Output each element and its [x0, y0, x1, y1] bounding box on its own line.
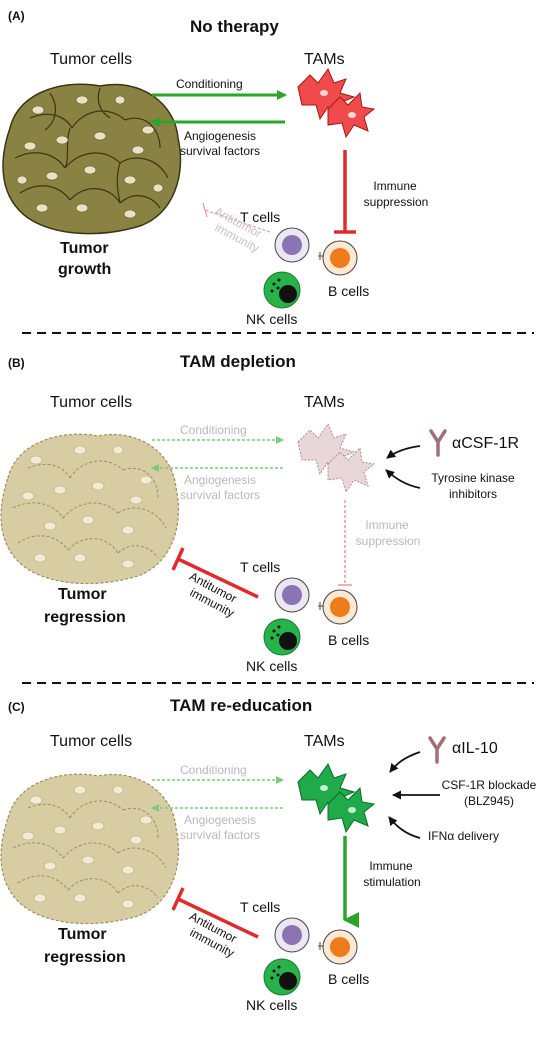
angiogenesis-label: Angiogenesis: [183, 813, 257, 827]
tumor-cells-label: Tumor cells: [50, 51, 133, 68]
outcome-line-1: Tumor: [60, 240, 109, 257]
panel-letter-b: (B): [8, 356, 25, 370]
outcome-line-1: Tumor: [58, 926, 107, 943]
immune-label: Immune: [365, 518, 409, 532]
nk-cells-label: NK cells: [246, 658, 298, 674]
panel-letter-a: (A): [8, 9, 25, 23]
tumor-mass-dark: [2, 83, 182, 235]
outcome-line-1: Tumor: [58, 586, 107, 603]
nk-cells-label: NK cells: [246, 997, 298, 1013]
b-cells-label: B cells: [328, 971, 370, 987]
tumor-mass-light: [0, 433, 180, 585]
panel-a-graphics: [2, 67, 376, 309]
antibody-icon: [429, 429, 447, 457]
outcome-line-2: growth: [58, 261, 112, 278]
angiogenesis-label: Angiogenesis: [183, 473, 257, 487]
tumor-mass-light: [0, 773, 180, 925]
suppression-label: suppression: [355, 534, 421, 548]
conditioning-label: Conditioning: [180, 423, 247, 437]
nk-cells-label: NK cells: [246, 311, 298, 327]
suppression-label: suppression: [363, 195, 429, 209]
tams-label: TAMs: [304, 733, 345, 750]
antibody-icon: [428, 736, 446, 764]
panel-b-graphics: [0, 422, 447, 656]
tki-label-2: inhibitors: [448, 487, 498, 501]
tumor-cells-label: Tumor cells: [50, 733, 133, 750]
panel-letter-c: (C): [8, 700, 25, 714]
ifn-delivery-label: IFNα delivery: [428, 829, 499, 843]
immune-label: Immune: [373, 179, 417, 193]
t-cells-label: T cells: [240, 209, 281, 225]
conditioning-label: Conditioning: [180, 763, 247, 777]
t-cells-label: T cells: [240, 559, 281, 575]
tams-label: TAMs: [304, 51, 345, 68]
immune-label: Immune: [369, 859, 413, 873]
b-cells-label: B cells: [328, 283, 370, 299]
survival-factors-label: survival factors: [179, 488, 261, 502]
blockade-label-2: (BLZ945): [463, 794, 515, 808]
tams-red: [297, 67, 376, 139]
tki-label-1: Tyrosine kinase: [431, 471, 515, 485]
conditioning-label: Conditioning: [176, 77, 243, 91]
b-cells-label: B cells: [328, 632, 370, 648]
panel-title-c: TAM re-education: [170, 696, 313, 715]
panel-c-graphics: [0, 736, 446, 996]
stimulation-label: stimulation: [363, 875, 421, 889]
tams-label: TAMs: [304, 394, 345, 411]
tams-green: [297, 762, 376, 834]
blockade-label-1: CSF-1R blockade: [441, 778, 537, 792]
panel-title-a: No therapy: [190, 17, 279, 36]
anti-il10-label: αIL-10: [452, 740, 498, 757]
survival-factors-label: survival factors: [179, 144, 261, 158]
survival-factors-label: survival factors: [179, 828, 261, 842]
tumor-cells-label: Tumor cells: [50, 394, 133, 411]
outcome-line-2: regression: [44, 609, 126, 626]
angiogenesis-label: Angiogenesis: [183, 129, 257, 143]
panel-title-b: TAM depletion: [180, 352, 296, 371]
t-cells-label: T cells: [240, 899, 281, 915]
anti-csf1r-label: αCSF-1R: [452, 435, 520, 452]
outcome-line-2: regression: [44, 949, 126, 966]
tams-faded: [297, 422, 376, 494]
